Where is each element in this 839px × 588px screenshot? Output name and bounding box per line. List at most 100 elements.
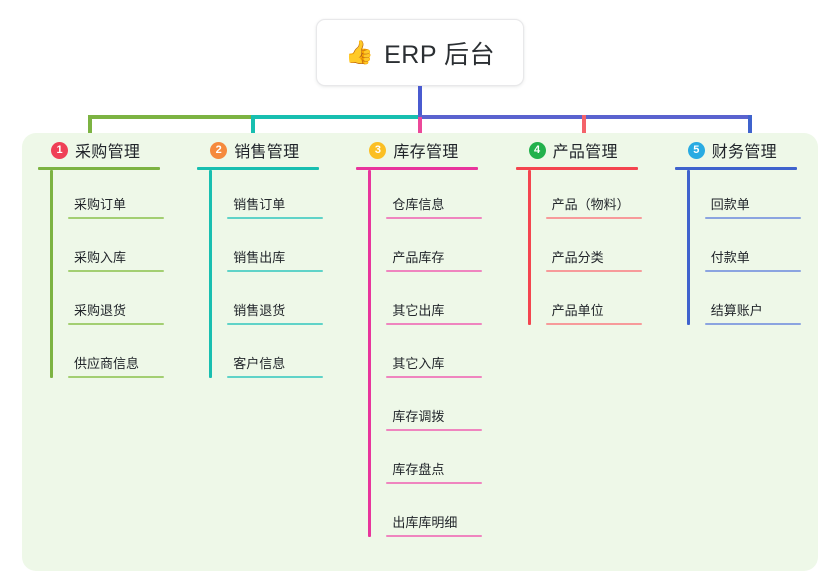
list-item-rule xyxy=(386,429,483,431)
column-spine-4 xyxy=(527,170,531,325)
column-header-3[interactable]: 3 库存管理 xyxy=(356,133,499,167)
list-item[interactable]: 库存盘点 xyxy=(386,435,499,488)
column-header-rule-3 xyxy=(356,167,479,170)
column-badge-1: 1 xyxy=(51,141,68,159)
list-item-rule xyxy=(545,217,642,219)
list-item-rule xyxy=(227,323,324,325)
list-item[interactable]: 其它出库 xyxy=(386,276,499,329)
list-item[interactable]: 销售退货 xyxy=(227,276,340,329)
list-item-label: 销售订单 xyxy=(233,197,286,212)
connector-drop-4 xyxy=(582,115,586,142)
column-items-1: 采购订单 采购入库 采购退货 供应商信息 xyxy=(50,170,181,382)
column-title-2: 销售管理 xyxy=(234,144,300,161)
list-item-rule xyxy=(68,270,164,272)
column-container: 1 采购管理 采购订单 采购入库 采购退货 供应商信 xyxy=(22,133,818,571)
list-item-rule xyxy=(386,270,483,272)
list-item-label: 产品（物料） xyxy=(551,197,630,212)
list-item[interactable]: 产品分类 xyxy=(545,223,659,276)
column-sales: 2 销售管理 销售订单 销售出库 销售退货 客户信息 xyxy=(181,133,340,382)
column-title-4: 产品管理 xyxy=(552,144,618,161)
list-item[interactable]: 销售出库 xyxy=(227,223,340,276)
column-spine-5 xyxy=(686,170,690,325)
list-item[interactable]: 产品单位 xyxy=(545,276,659,329)
list-item-label: 库存盘点 xyxy=(392,462,445,477)
list-item[interactable]: 销售订单 xyxy=(227,170,340,223)
list-item[interactable]: 采购订单 xyxy=(68,170,181,223)
list-item-label: 库存调拨 xyxy=(392,409,445,424)
list-item-rule xyxy=(386,217,483,219)
list-item-rule xyxy=(227,217,324,219)
list-item-rule xyxy=(704,323,801,325)
list-item-rule xyxy=(704,270,801,272)
list-item[interactable]: 库存调拨 xyxy=(386,382,499,435)
list-item-rule xyxy=(545,323,642,325)
connector-drop-5 xyxy=(748,115,752,142)
root-node[interactable]: 👍 ERP 后台 xyxy=(316,19,524,86)
column-purchasing: 1 采购管理 采购订单 采购入库 采购退货 供应商信 xyxy=(22,133,181,382)
list-item[interactable]: 付款单 xyxy=(704,223,818,276)
column-header-5[interactable]: 5 财务管理 xyxy=(675,133,818,167)
column-spine-1 xyxy=(50,170,53,378)
list-item[interactable]: 产品（物料） xyxy=(545,170,659,223)
list-item-rule xyxy=(68,323,164,325)
list-item-rule xyxy=(68,217,164,219)
list-item-label: 销售出库 xyxy=(233,250,286,265)
list-item-label: 仓库信息 xyxy=(392,197,445,212)
list-item-rule xyxy=(227,376,324,378)
list-item-label: 回款单 xyxy=(710,197,750,212)
list-item[interactable]: 采购退货 xyxy=(68,276,181,329)
list-item-label: 采购退货 xyxy=(74,303,127,318)
list-item-rule xyxy=(227,270,324,272)
column-badge-5: 5 xyxy=(687,141,705,159)
list-item[interactable]: 产品库存 xyxy=(386,223,499,276)
column-spine-3 xyxy=(368,170,372,537)
column-header-2[interactable]: 2 销售管理 xyxy=(197,133,340,167)
list-item-rule xyxy=(68,376,164,378)
list-item-label: 产品分类 xyxy=(551,250,604,265)
list-item[interactable]: 仓库信息 xyxy=(386,170,499,223)
column-badge-2: 2 xyxy=(210,141,228,159)
root-node-label: ERP 后台 xyxy=(384,40,496,69)
column-badge-4: 4 xyxy=(528,141,546,159)
column-header-1[interactable]: 1 采购管理 xyxy=(38,133,181,167)
list-item-label: 其它入库 xyxy=(392,356,445,371)
connector-stem xyxy=(418,86,422,117)
list-item[interactable]: 供应商信息 xyxy=(68,329,181,382)
connector-bus-segment-1 xyxy=(88,115,254,119)
column-header-rule-5 xyxy=(674,167,797,170)
list-item-label: 采购入库 xyxy=(74,250,127,265)
connector-bus-segment-2 xyxy=(252,115,422,119)
column-title-5: 财务管理 xyxy=(711,144,777,161)
list-item[interactable]: 采购入库 xyxy=(68,223,181,276)
list-item-rule xyxy=(545,270,642,272)
list-item-label: 出库库明细 xyxy=(392,515,458,530)
column-items-4: 产品（物料） 产品分类 产品单位 xyxy=(527,170,659,329)
list-item-rule xyxy=(386,535,483,537)
list-item[interactable]: 客户信息 xyxy=(227,329,340,382)
column-product: 4 产品管理 产品（物料） 产品分类 产品单位 xyxy=(500,133,659,329)
column-header-rule-1 xyxy=(38,167,160,170)
column-items-2: 销售订单 销售出库 销售退货 客户信息 xyxy=(209,170,340,382)
column-header-rule-4 xyxy=(515,167,638,170)
diagram-panel xyxy=(22,133,818,571)
list-item-label: 结算账户 xyxy=(710,303,763,318)
list-item-label: 采购订单 xyxy=(74,197,127,212)
list-item-rule xyxy=(704,217,801,219)
column-inventory: 3 库存管理 仓库信息 产品库存 其它出库 其它入库 xyxy=(340,133,499,541)
list-item-label: 产品库存 xyxy=(392,250,445,265)
list-item[interactable]: 结算账户 xyxy=(704,276,818,329)
column-spine-2 xyxy=(209,170,213,378)
list-item-label: 客户信息 xyxy=(233,356,286,371)
column-title-1: 采购管理 xyxy=(75,144,141,161)
column-header-rule-2 xyxy=(197,167,320,170)
list-item[interactable]: 出库库明细 xyxy=(386,488,499,541)
list-item-rule xyxy=(386,376,483,378)
list-item-label: 产品单位 xyxy=(551,303,604,318)
column-badge-3: 3 xyxy=(369,141,387,159)
list-item-label: 供应商信息 xyxy=(74,356,140,371)
column-title-3: 库存管理 xyxy=(393,144,459,161)
list-item[interactable]: 回款单 xyxy=(704,170,818,223)
list-item[interactable]: 其它入库 xyxy=(386,329,499,382)
list-item-label: 付款单 xyxy=(710,250,750,265)
column-header-4[interactable]: 4 产品管理 xyxy=(516,133,659,167)
